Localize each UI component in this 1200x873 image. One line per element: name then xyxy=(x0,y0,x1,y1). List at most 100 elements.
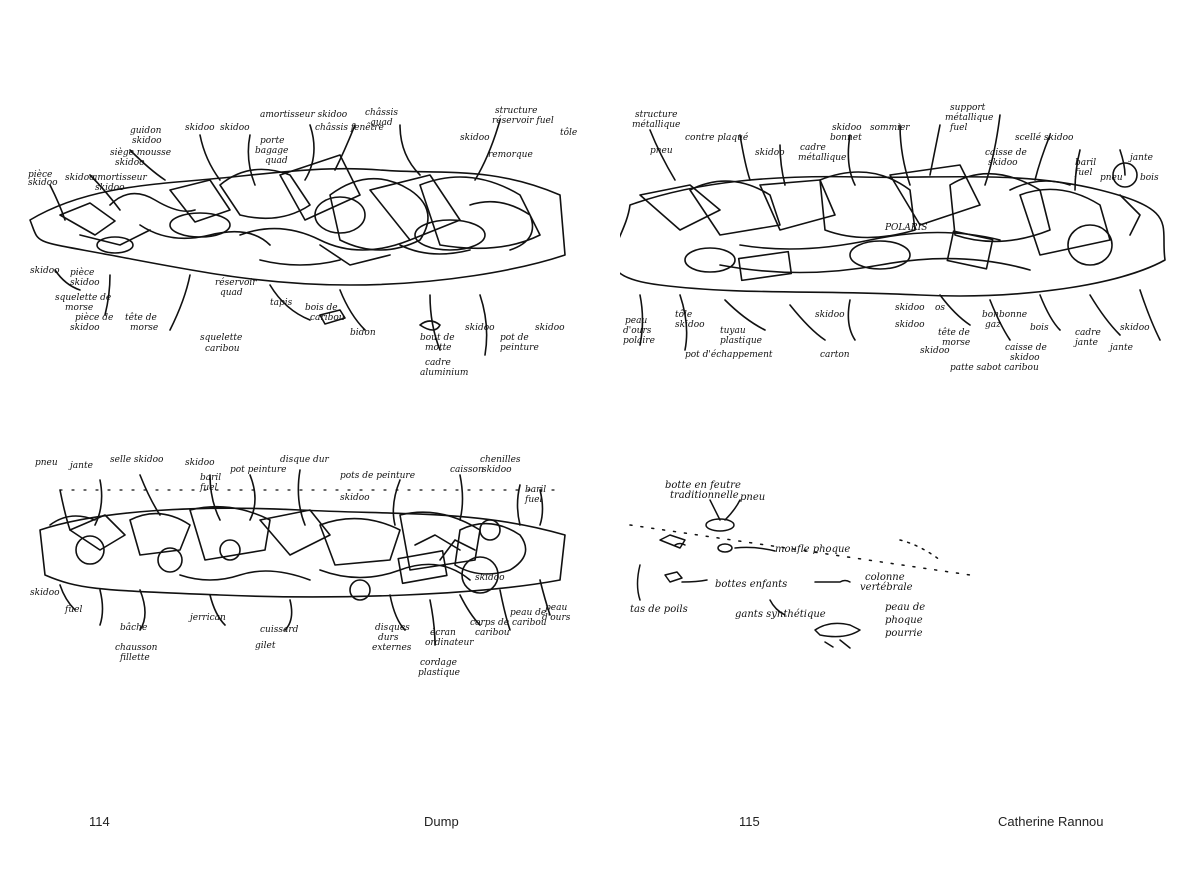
svg-text:phoque: phoque xyxy=(885,615,923,626)
svg-text:tapis: tapis xyxy=(270,298,293,308)
svg-text:disque dur: disque dur xyxy=(280,455,330,465)
svg-text:plastique: plastique xyxy=(720,336,762,346)
svg-text:caribou: caribou xyxy=(475,628,510,638)
svg-text:aluminium: aluminium xyxy=(420,368,468,378)
svg-text:patte sabot caribou: patte sabot caribou xyxy=(950,363,1039,373)
svg-text:baril: baril xyxy=(200,473,221,483)
svg-text:skidoo: skidoo xyxy=(70,278,100,288)
svg-text:moufle phoque: moufle phoque xyxy=(775,544,850,555)
svg-text:tête de: tête de xyxy=(125,312,157,323)
svg-text:métallique: métallique xyxy=(945,112,993,123)
svg-text:pots de peinture: pots de peinture xyxy=(340,471,415,481)
svg-text:cordage: cordage xyxy=(420,658,457,668)
svg-text:squelette: squelette xyxy=(200,333,242,343)
svg-text:caribou: caribou xyxy=(310,313,345,323)
svg-text:tôle: tôle xyxy=(560,127,577,138)
svg-text:morse: morse xyxy=(130,323,158,333)
svg-text:pièce: pièce xyxy=(28,169,52,180)
svg-text:skidoo: skidoo xyxy=(895,303,925,313)
svg-text:scellé skidoo: scellé skidoo xyxy=(1015,132,1074,143)
svg-text:bois de: bois de xyxy=(305,303,338,313)
svg-text:pneu: pneu xyxy=(1100,173,1123,183)
svg-text:jante: jante xyxy=(68,461,93,471)
svg-text:skidoo: skidoo xyxy=(1010,353,1040,363)
svg-text:d'ours: d'ours xyxy=(623,326,652,336)
svg-text:skidoo: skidoo xyxy=(482,465,512,475)
svg-text:cadre: cadre xyxy=(1075,328,1101,338)
svg-text:siège mousse: siège mousse xyxy=(110,147,171,158)
svg-text:skidoo: skidoo xyxy=(340,493,370,503)
svg-text:peinture: peinture xyxy=(500,343,539,353)
svg-text:pneu: pneu xyxy=(35,458,58,468)
svg-text:réservoir: réservoir xyxy=(215,277,257,288)
svg-text:skidoo: skidoo xyxy=(28,178,58,188)
svg-text:gants synthétique: gants synthétique xyxy=(735,609,826,620)
svg-text:skidoo: skidoo xyxy=(30,588,60,598)
svg-text:selle skidoo: selle skidoo xyxy=(110,455,164,465)
svg-text:bâche: bâche xyxy=(120,622,147,633)
svg-text:bottes enfants: bottes enfants xyxy=(715,579,787,590)
svg-text:d'ours: d'ours xyxy=(542,613,571,623)
running-title-right: Catherine Rannou xyxy=(998,814,1104,829)
svg-text:disques: disques xyxy=(375,623,410,633)
svg-text:os: os xyxy=(935,303,945,313)
svg-text:skidoo: skidoo xyxy=(70,323,100,333)
svg-text:skidoo: skidoo xyxy=(988,158,1018,168)
svg-text:métallique: métallique xyxy=(632,119,680,130)
svg-text:bois: bois xyxy=(1030,323,1049,333)
svg-text:skidoo: skidoo xyxy=(132,136,162,146)
svg-text:châssis: châssis xyxy=(365,107,398,118)
svg-text:jerrican: jerrican xyxy=(188,613,226,623)
svg-text:métallique: métallique xyxy=(798,152,846,163)
svg-text:fuel: fuel xyxy=(524,495,542,505)
svg-text:guidon: guidon xyxy=(130,126,162,136)
svg-text:gilet: gilet xyxy=(255,641,276,651)
svg-text:fuel: fuel xyxy=(949,123,967,133)
svg-text:baril: baril xyxy=(1075,158,1096,168)
svg-text:polaire: polaire xyxy=(623,336,655,346)
svg-text:motte: motte xyxy=(425,343,452,353)
svg-text:peau: peau xyxy=(545,603,567,613)
svg-text:skidoo: skidoo xyxy=(832,123,862,133)
svg-text:cadre: cadre xyxy=(800,143,826,153)
svg-text:skidoo: skidoo xyxy=(895,320,925,330)
svg-text:pot peinture: pot peinture xyxy=(230,465,286,475)
svg-text:chausson: chausson xyxy=(115,643,158,653)
svg-text:squelette de: squelette de xyxy=(55,293,111,303)
svg-text:bonbonne: bonbonne xyxy=(982,310,1027,320)
svg-text:structure: structure xyxy=(635,110,677,120)
svg-text:caisson: caisson xyxy=(450,465,484,475)
svg-text:skidoo: skidoo xyxy=(475,573,505,583)
svg-text:quad: quad xyxy=(370,118,393,128)
svg-text:botte en feutre: botte en feutre xyxy=(665,480,741,491)
page-number-right: 115 xyxy=(739,814,760,829)
svg-text:jante: jante xyxy=(1128,153,1153,163)
svg-text:skidoo: skidoo xyxy=(755,148,785,158)
svg-text:skidoo: skidoo xyxy=(675,320,705,330)
svg-text:baril: baril xyxy=(525,485,546,495)
svg-text:tôle: tôle xyxy=(675,309,692,320)
svg-text:pourrie: pourrie xyxy=(885,628,923,639)
svg-text:skidoo: skidoo xyxy=(30,266,60,276)
svg-text:tuyau: tuyau xyxy=(720,326,746,336)
svg-text:fuel: fuel xyxy=(199,483,217,493)
svg-text:vertébrale: vertébrale xyxy=(860,582,913,593)
svg-text:skidoo: skidoo xyxy=(535,323,565,333)
svg-text:skidoo: skidoo xyxy=(460,133,490,143)
svg-text:fillette: fillette xyxy=(119,653,150,663)
svg-text:peau de: peau de xyxy=(885,602,925,613)
svg-text:réservoir fuel: réservoir fuel xyxy=(492,115,554,126)
svg-text:pièce: pièce xyxy=(70,267,94,278)
svg-text:caribou: caribou xyxy=(205,344,240,354)
svg-text:peau de: peau de xyxy=(510,608,546,618)
svg-text:bois: bois xyxy=(1140,173,1159,183)
svg-text:skidoo: skidoo xyxy=(465,323,495,333)
